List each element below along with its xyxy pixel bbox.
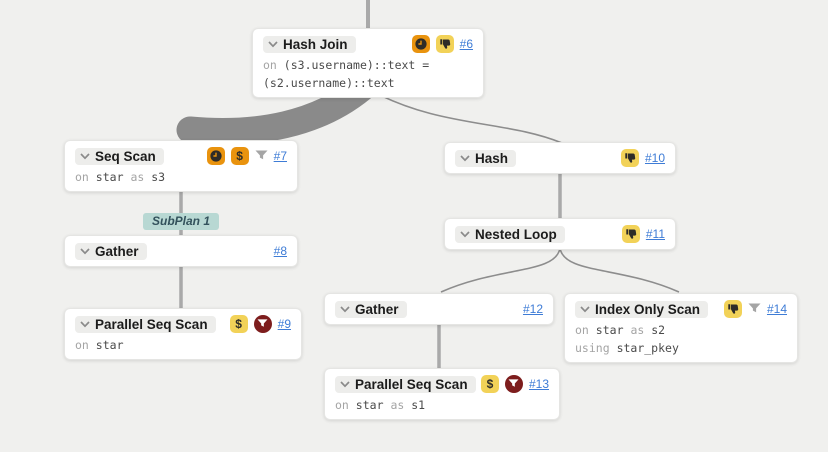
node-title: Hash Join [283,36,348,52]
filter-red-icon [504,375,523,393]
node-header-pill: Nested Loop [455,225,565,243]
dollar-icon: $ [480,375,499,393]
node-ref-link[interactable]: #9 [277,317,291,331]
node-detail-line: on (s3.username)::text = [263,58,430,72]
node-title: Hash [475,150,509,166]
node-header-pill: Gather [75,242,147,260]
thumbs-down-icon [620,149,639,167]
plan-node-seq-scan[interactable]: Seq Scan $ #7 on star as s3 [64,140,298,192]
chevron-down-icon[interactable] [267,38,279,50]
plan-node-gather-12[interactable]: Gather #12 [324,293,554,325]
chevron-down-icon[interactable] [339,303,351,315]
plan-node-nested-loop[interactable]: Nested Loop #11 [444,218,676,250]
node-header-pill: Hash [455,149,517,167]
node-ref-link[interactable]: #8 [273,244,287,258]
plan-node-parallel-seq-scan-13[interactable]: Parallel Seq Scan $ #13 on star as s1 [324,368,560,420]
filter-red-icon [253,315,272,333]
node-detail-line: on star as s2 [575,323,666,337]
plan-node-hash-10[interactable]: Hash #10 [444,142,676,174]
dollar-icon: $ [230,147,249,165]
node-ref-link[interactable]: #11 [645,227,665,241]
dollar-icon: $ [229,315,248,333]
node-ref-link[interactable]: #10 [644,151,665,165]
clock-icon [411,35,430,53]
node-title: Index Only Scan [595,301,701,317]
node-header-pill: Index Only Scan [575,300,709,318]
filter-icon [748,303,761,315]
node-header-pill: Parallel Seq Scan [335,375,476,393]
node-title: Gather [95,243,139,259]
chevron-down-icon[interactable] [339,378,351,390]
node-title: Nested Loop [475,226,557,242]
thumbs-down-icon [723,300,742,318]
node-header-pill: Parallel Seq Scan [75,315,216,333]
node-ref-link[interactable]: #6 [459,37,473,51]
chevron-down-icon[interactable] [459,152,471,164]
node-detail-line: (s2.username)::text [263,76,395,90]
thumbs-down-icon [435,35,454,53]
node-title: Parallel Seq Scan [355,376,468,392]
subplan-badge: SubPlan 1 [142,213,220,230]
plan-node-hash-join[interactable]: Hash Join #6 on (s3.username)::text = (s… [252,28,484,98]
plan-node-gather-8[interactable]: Gather #8 [64,235,298,267]
node-detail-line: on star [75,338,124,352]
filter-icon [255,150,268,162]
node-ref-link[interactable]: #7 [273,149,287,163]
node-ref-link[interactable]: #12 [522,302,543,316]
chevron-down-icon[interactable] [79,318,91,330]
node-ref-link[interactable]: #13 [528,377,549,391]
plan-node-parallel-seq-scan-9[interactable]: Parallel Seq Scan $ #9 on star [64,308,302,360]
node-detail-line: on star as s3 [75,170,166,184]
plan-node-index-only-scan[interactable]: Index Only Scan #14 on star as s2 using … [564,293,798,363]
node-header-pill: Seq Scan [75,147,164,165]
thumbs-down-icon [621,225,640,243]
chevron-down-icon[interactable] [459,228,471,240]
chevron-down-icon[interactable] [579,303,591,315]
clock-icon [206,147,225,165]
node-header-pill: Gather [335,300,407,318]
node-detail-line: on star as s1 [335,398,426,412]
node-title: Parallel Seq Scan [95,316,208,332]
node-title: Seq Scan [95,148,156,164]
chevron-down-icon[interactable] [79,245,91,257]
node-ref-link[interactable]: #14 [766,302,787,316]
chevron-down-icon[interactable] [79,150,91,162]
node-detail-line: using star_pkey [575,341,679,355]
node-header-pill: Hash Join [263,35,356,53]
node-title: Gather [355,301,399,317]
